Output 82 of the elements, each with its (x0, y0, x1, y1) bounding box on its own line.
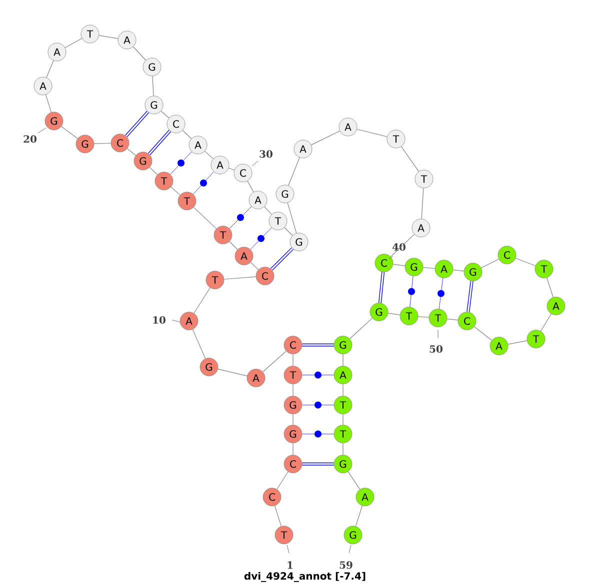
position-number: 20 (24, 135, 36, 143)
backbone-line (292, 384, 294, 396)
base-pair-line (302, 402, 334, 408)
backbone-line (515, 258, 536, 266)
base-pair-line (148, 130, 171, 156)
base-pair-line (250, 227, 272, 250)
backbone-line (422, 267, 436, 269)
position-number: 1 (288, 561, 292, 569)
backbone-line (480, 258, 500, 268)
backbone-line (264, 206, 272, 215)
position-number: 50 (430, 345, 442, 353)
backbone-line (349, 318, 373, 340)
backbone-line (546, 277, 554, 298)
backbone-line (194, 287, 210, 314)
base-pair-line (302, 430, 334, 438)
base-pair-line (270, 247, 294, 271)
backbone-line (292, 414, 294, 426)
backbone-line (540, 314, 552, 332)
backbone-line (250, 262, 259, 270)
backbone-line (276, 471, 288, 490)
backbone-line (292, 442, 294, 456)
backbone-line (342, 354, 344, 366)
backbone-line (192, 329, 206, 359)
backbone-line (508, 340, 528, 345)
position-number: 10 (153, 316, 166, 324)
backbone-line (228, 168, 235, 170)
backbone-line (160, 110, 170, 118)
backbone-line (287, 202, 297, 234)
backbone-line (348, 471, 360, 490)
base-pair-line (438, 278, 444, 310)
base-pair-line (229, 206, 252, 229)
backbone-line (274, 505, 282, 527)
backbone-line (126, 148, 136, 156)
base-pair-line (125, 110, 149, 138)
position-number: 40 (392, 243, 406, 251)
base-pair-line (302, 372, 334, 378)
caption: dvi_4924_annot [-7.4] (244, 572, 366, 582)
backbone-line (421, 188, 424, 220)
backbone-line (182, 130, 192, 139)
backbone-line (247, 180, 254, 192)
backbone-line (170, 186, 180, 196)
backbone-line (61, 126, 78, 139)
backbone-line (229, 241, 238, 250)
base-pair-line (408, 276, 415, 308)
backbone-line (204, 150, 214, 160)
backbone-line (342, 384, 344, 396)
backbone-line (452, 270, 464, 272)
backbone-line (149, 167, 158, 175)
backbone-line (218, 368, 248, 376)
backbone-line (392, 264, 406, 266)
backbone-line (342, 442, 344, 456)
backbone-line (64, 38, 82, 48)
backbone-line (224, 276, 256, 280)
base-pair-line (170, 151, 192, 174)
base-pair-line (378, 272, 385, 303)
backbone-line (284, 227, 293, 236)
backbone-line (474, 326, 492, 341)
backbone-line (46, 60, 54, 78)
position-number: 59 (340, 561, 352, 569)
backbone-line (152, 76, 154, 96)
backbone-line (342, 414, 344, 426)
backbone-line (355, 505, 363, 527)
backbone-line (288, 157, 300, 186)
backbone-line (310, 130, 340, 146)
position-number: 30 (260, 150, 272, 158)
base-pair-line (302, 462, 334, 466)
backbone-line (292, 354, 294, 366)
backbone-line (446, 318, 458, 320)
backbone-line (418, 316, 430, 318)
base-pair-line (193, 172, 214, 194)
base-pair-line (466, 280, 474, 312)
backbone-line (132, 46, 146, 61)
backbone-line (98, 35, 118, 39)
backbone-line (45, 94, 52, 113)
backbone-line (356, 128, 388, 138)
base-pair-line (302, 344, 334, 346)
backbone-line (94, 142, 112, 144)
backbone-line (390, 234, 415, 257)
backbone-line (262, 350, 286, 372)
backbone-line (193, 207, 217, 229)
backbone-line (388, 312, 400, 316)
backbone-line (400, 146, 420, 172)
